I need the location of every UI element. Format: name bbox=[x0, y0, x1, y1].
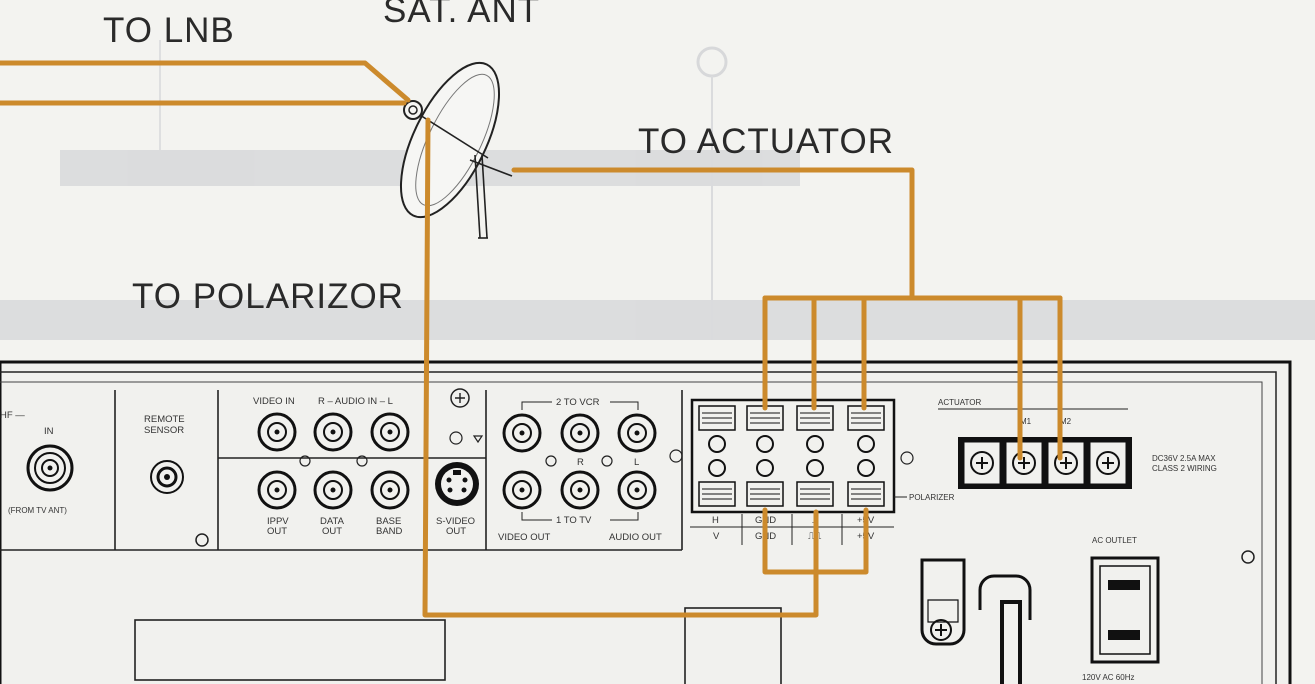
v-label: V bbox=[713, 531, 720, 542]
ac-outlet-label: AC OUTLET bbox=[1092, 536, 1137, 545]
m2-label: M2 bbox=[1060, 417, 1072, 426]
wire-lnb-upper bbox=[0, 60, 411, 103]
to-polarizor-label: TO POLARIZOR bbox=[132, 277, 404, 316]
actuator-label: ACTUATOR bbox=[938, 398, 981, 407]
remote-label-1: REMOTE bbox=[144, 414, 185, 425]
vcr-audio-r-jack[interactable] bbox=[560, 413, 600, 453]
satellite-dish-icon bbox=[399, 61, 513, 239]
from-tv-ant-label: (FROM TV ANT) bbox=[8, 506, 67, 515]
remote-sensor-jack[interactable] bbox=[150, 460, 184, 494]
antenna-in-jack[interactable] bbox=[26, 444, 74, 492]
video-out-label: VIDEO OUT bbox=[498, 532, 550, 543]
ac-outlet[interactable] bbox=[1090, 556, 1160, 664]
s-video-out-jack[interactable] bbox=[435, 462, 479, 506]
base-label-2: BAND bbox=[376, 526, 403, 537]
video-in-label: VIDEO IN bbox=[253, 396, 295, 407]
m1-label: M1 bbox=[1020, 417, 1032, 426]
s-video-label-2: OUT bbox=[446, 526, 466, 537]
video-in-jack[interactable] bbox=[257, 412, 297, 452]
r-label: R bbox=[577, 457, 584, 468]
ippv-label-2: OUT bbox=[267, 526, 287, 537]
ac-rating-label: 120V AC 60Hz bbox=[1082, 673, 1134, 682]
power-cord-clamp bbox=[978, 574, 1032, 684]
tv-audio-r-jack[interactable] bbox=[560, 470, 600, 510]
audio-out-label: AUDIO OUT bbox=[609, 532, 662, 543]
vcr-audio-l-jack[interactable] bbox=[617, 413, 657, 453]
polarizer-label: POLARIZER bbox=[909, 493, 955, 502]
vcr-video-out-jack[interactable] bbox=[502, 413, 542, 453]
to-lnb-label: TO LNB bbox=[103, 11, 235, 50]
s-video-label-1: S-VIDEO bbox=[436, 516, 475, 527]
to-vcr-label: 2 TO VCR bbox=[556, 397, 600, 408]
tv-video-out-jack[interactable] bbox=[502, 470, 542, 510]
ippv-label-1: IPPV bbox=[267, 516, 289, 527]
data-label-2: OUT bbox=[322, 526, 342, 537]
polarizer-terminal-block[interactable] bbox=[690, 398, 896, 514]
audio-in-l-jack[interactable] bbox=[370, 412, 410, 452]
wire-bottom-link bbox=[762, 507, 869, 575]
antenna-in-label: IN bbox=[44, 426, 54, 437]
dc-rating-2: CLASS 2 WIRING bbox=[1152, 464, 1217, 473]
uhf-label: HF — bbox=[0, 410, 25, 421]
h-label: H bbox=[712, 515, 719, 526]
ippv-out-jack[interactable] bbox=[257, 470, 297, 510]
base-band-jack[interactable] bbox=[370, 470, 410, 510]
audio-in-r-jack[interactable] bbox=[313, 412, 353, 452]
base-label-1: BASE bbox=[376, 516, 401, 527]
data-out-jack[interactable] bbox=[313, 470, 353, 510]
tv-audio-l-jack[interactable] bbox=[617, 470, 657, 510]
sat-ant-label: SAT. ANT bbox=[383, 0, 540, 30]
to-actuator-label: TO ACTUATOR bbox=[638, 122, 894, 161]
dc-rating-1: DC36V 2.5A MAX bbox=[1152, 454, 1216, 463]
data-label-1: DATA bbox=[320, 516, 345, 527]
receiver-back-panel bbox=[0, 360, 1292, 684]
wire-polarizor bbox=[422, 117, 819, 618]
wire-actuator-main bbox=[511, 167, 915, 299]
actuator-terminal-block[interactable] bbox=[958, 437, 1132, 489]
l-label: L bbox=[634, 457, 639, 468]
audio-in-label: R – AUDIO IN – L bbox=[318, 396, 393, 407]
ground-screw[interactable] bbox=[920, 558, 966, 646]
to-tv-label: 1 TO TV bbox=[556, 515, 592, 526]
wires bbox=[0, 60, 1063, 618]
remote-label-2: SENSOR bbox=[144, 425, 184, 436]
